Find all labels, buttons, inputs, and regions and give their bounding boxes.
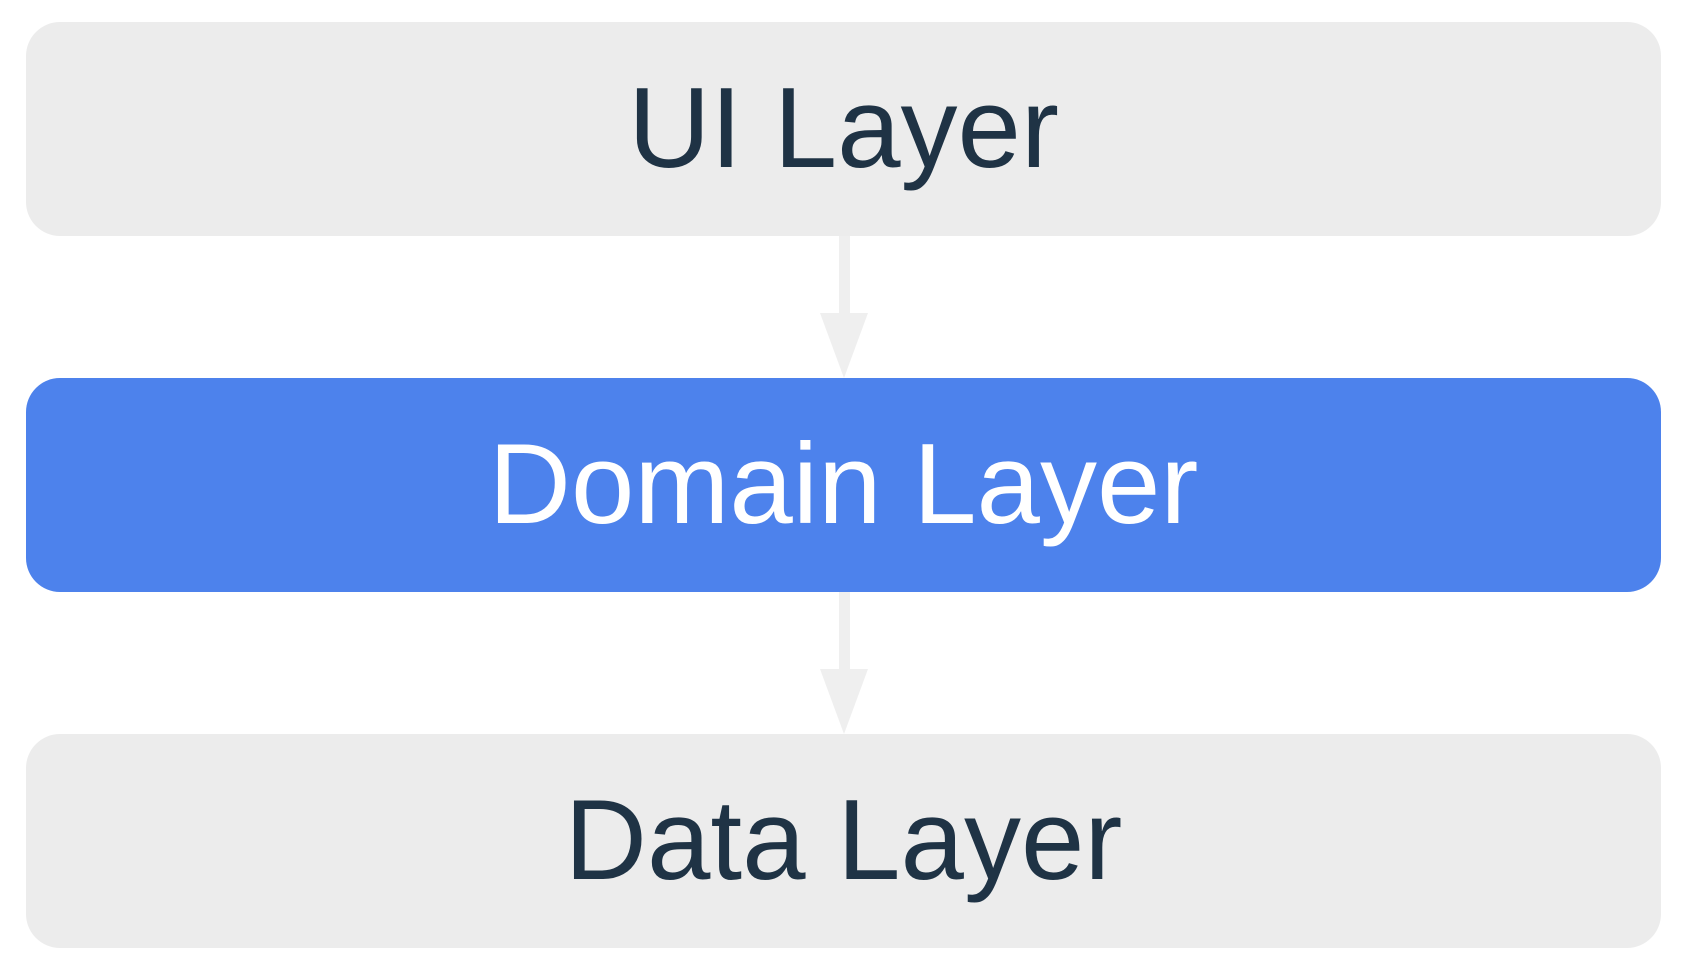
layer-label-data: Data Layer [564, 777, 1123, 904]
layer-label-domain: Domain Layer [488, 421, 1199, 548]
layer-box-data: Data Layer [26, 734, 1661, 948]
layer-box-ui: UI Layer [26, 22, 1661, 236]
arrow-ui-to-domain [820, 236, 868, 378]
down-arrow-icon [820, 669, 868, 734]
layer-label-ui: UI Layer [628, 65, 1059, 192]
down-arrow-icon [820, 313, 868, 378]
arrow-domain-to-data [820, 592, 868, 734]
arrow-stem [838, 592, 850, 669]
layer-box-domain: Domain Layer [26, 378, 1661, 592]
arrow-stem [838, 236, 850, 313]
